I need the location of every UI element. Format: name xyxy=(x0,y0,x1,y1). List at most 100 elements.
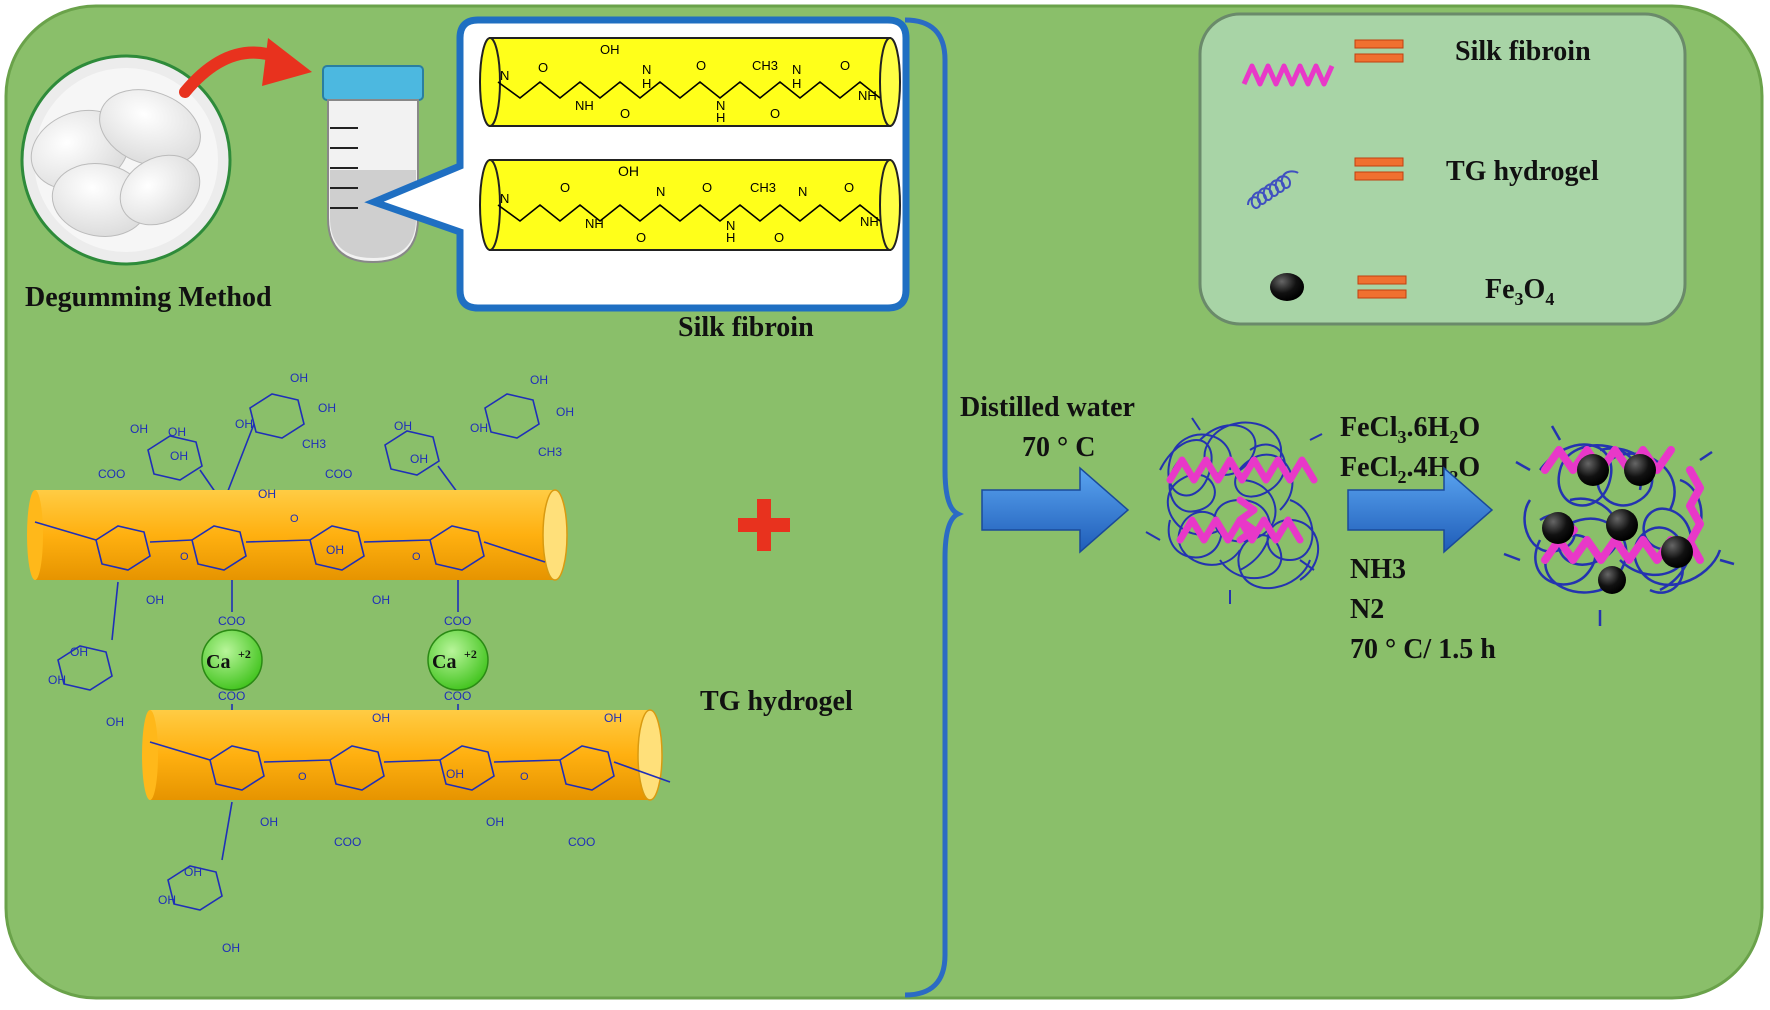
svg-text:N: N xyxy=(642,62,651,77)
black-dot-icon xyxy=(1270,273,1304,301)
svg-text:COO: COO xyxy=(218,614,245,628)
svg-text:O: O xyxy=(412,551,421,563)
svg-text:N: N xyxy=(500,68,509,83)
svg-text:OH: OH xyxy=(70,645,88,659)
legend-fe3o4: Fe3O4 xyxy=(1485,274,1554,309)
svg-text:H: H xyxy=(642,76,651,91)
svg-text:OH: OH xyxy=(318,401,336,415)
legend-box: Silk fibroin TG hydrogel Fe3O4 xyxy=(1198,12,1687,326)
ca-ion-right: Ca +2 xyxy=(427,629,489,691)
svg-text:O: O xyxy=(696,58,706,73)
degumming-label: Degumming Method xyxy=(25,282,272,313)
svg-text:O: O xyxy=(180,551,189,563)
svg-text:COO: COO xyxy=(218,689,245,703)
svg-text:OH: OH xyxy=(235,417,253,431)
svg-text:CH3: CH3 xyxy=(302,437,326,451)
backbone-bottom: OH OH OH OH OH COO COO O O xyxy=(149,711,671,849)
svg-text:OH: OH xyxy=(258,487,276,501)
silk-tg-composite xyxy=(1145,417,1323,604)
svg-text:Ca: Ca xyxy=(206,651,230,673)
svg-text:O: O xyxy=(520,771,529,783)
blue-coil-icon xyxy=(1247,170,1299,209)
svg-text:OH: OH xyxy=(326,543,344,557)
svg-text:OH: OH xyxy=(106,715,124,729)
silk-fibroin-label: Silk fibroin xyxy=(678,312,814,343)
svg-text:N: N xyxy=(656,184,665,199)
svg-text:O: O xyxy=(636,230,646,245)
svg-text:H: H xyxy=(792,76,801,91)
tg-hydrogel-label: TG hydrogel xyxy=(700,686,853,717)
test-tube xyxy=(322,65,424,264)
peptide-cylinder-top: N O NH OH O N H O N H CH3 O N H O NH xyxy=(479,37,901,127)
svg-text:N: N xyxy=(798,184,807,199)
svg-text:OH: OH xyxy=(146,593,164,607)
svg-text:CH3: CH3 xyxy=(538,445,562,459)
svg-text:+2: +2 xyxy=(238,647,251,661)
svg-text:O: O xyxy=(290,513,299,525)
svg-text:COO: COO xyxy=(325,467,352,481)
arrow-step2 xyxy=(1347,466,1494,554)
svg-text:O: O xyxy=(298,771,307,783)
arrow-step1 xyxy=(981,466,1130,554)
svg-text:COO: COO xyxy=(444,689,471,703)
svg-text:NH: NH xyxy=(585,216,604,231)
svg-text:OH: OH xyxy=(290,371,308,385)
svg-text:O: O xyxy=(774,230,784,245)
peptide-cylinder-bottom: N O NH OH O N O N H CH3 O N O NH xyxy=(479,159,901,251)
svg-text:N: N xyxy=(726,218,735,233)
svg-text:OH: OH xyxy=(600,42,620,57)
ca-ion-left: Ca +2 xyxy=(201,629,263,691)
red-curved-arrow xyxy=(179,38,312,98)
svg-text:OH: OH xyxy=(168,425,186,439)
svg-text:COO: COO xyxy=(334,835,361,849)
svg-text:O: O xyxy=(538,60,548,75)
backbone-top: COO COO OH OH OH OH O O O xyxy=(34,467,546,607)
svg-text:O: O xyxy=(620,106,630,121)
svg-text:OH: OH xyxy=(158,893,176,907)
pink-coil-icon xyxy=(1241,63,1335,87)
legend-tg-hydrogel: TG hydrogel xyxy=(1446,156,1599,187)
svg-text:OH: OH xyxy=(618,163,639,179)
svg-text:COO: COO xyxy=(444,614,471,628)
svg-text:OH: OH xyxy=(130,422,148,436)
svg-text:O: O xyxy=(770,106,780,121)
conditions-label: 70 ° C/ 1.5 h xyxy=(1350,634,1496,665)
svg-text:N: N xyxy=(792,62,801,77)
svg-text:NH: NH xyxy=(858,88,877,103)
svg-text:OH: OH xyxy=(446,767,464,781)
svg-text:OH: OH xyxy=(604,711,622,725)
svg-text:CH3: CH3 xyxy=(750,180,776,195)
svg-text:NH: NH xyxy=(575,98,594,113)
svg-text:OH: OH xyxy=(530,373,548,387)
svg-text:OH: OH xyxy=(394,419,412,433)
nh3-label: NH3 xyxy=(1350,554,1406,585)
legend-silk-fibroin: Silk fibroin xyxy=(1455,36,1591,67)
tg-hydrogel-structure: OH OH OH OH OH CH3 OH OH OH OH OH CH3 OH… xyxy=(27,371,671,955)
svg-text:OH: OH xyxy=(222,941,240,955)
svg-text:COO: COO xyxy=(568,835,595,849)
svg-text:OH: OH xyxy=(372,593,390,607)
svg-text:OH: OH xyxy=(556,405,574,419)
svg-text:CH3: CH3 xyxy=(752,58,778,73)
svg-text:OH: OH xyxy=(184,865,202,879)
svg-text:OH: OH xyxy=(486,815,504,829)
silk-fibroin-callout: N O NH OH O N H O N H CH3 O N H O NH N O… xyxy=(364,16,910,312)
svg-text:O: O xyxy=(702,180,712,195)
final-nanocomposite xyxy=(1503,425,1735,626)
svg-text:H: H xyxy=(716,110,725,125)
svg-text:+2: +2 xyxy=(464,647,477,661)
reagent-fecl3: FeCl3.6H2O xyxy=(1340,412,1480,447)
svg-text:N: N xyxy=(500,191,509,206)
svg-text:N: N xyxy=(716,98,725,113)
distilled-water-label: Distilled water xyxy=(960,392,1135,423)
n2-label: N2 xyxy=(1350,594,1384,625)
svg-text:OH: OH xyxy=(410,452,428,466)
svg-text:O: O xyxy=(844,180,854,195)
svg-text:NH: NH xyxy=(860,214,879,229)
svg-text:FeCl3.6H2O: FeCl3.6H2O xyxy=(1340,412,1480,447)
svg-text:O: O xyxy=(560,180,570,195)
svg-text:OH: OH xyxy=(170,449,188,463)
svg-text:H: H xyxy=(726,230,735,245)
svg-text:COO: COO xyxy=(98,467,125,481)
right-brace xyxy=(904,17,964,998)
